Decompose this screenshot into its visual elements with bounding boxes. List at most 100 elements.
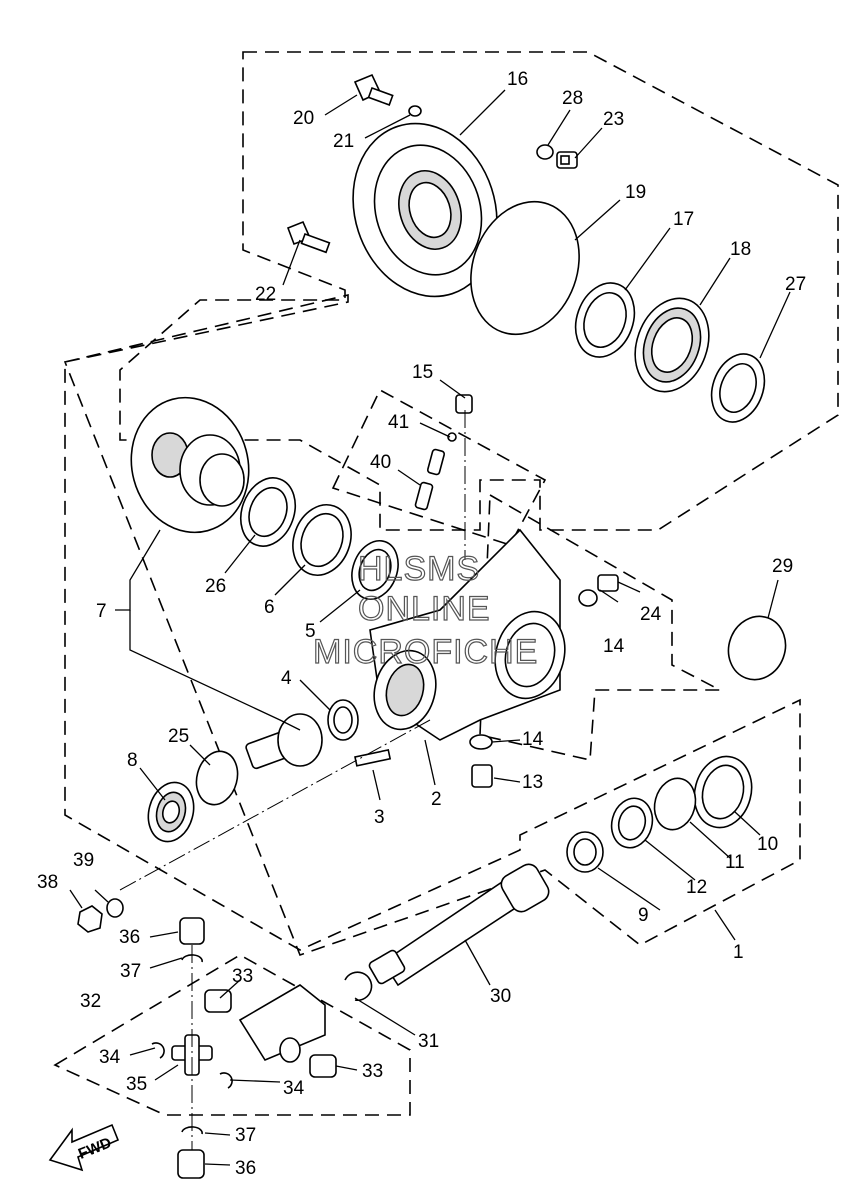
callout-35: 35 bbox=[126, 1074, 147, 1095]
callout-12: 12 bbox=[686, 877, 707, 898]
bearing-9 bbox=[566, 831, 604, 873]
breather-hose-joint-15 bbox=[455, 394, 473, 414]
axis-line bbox=[119, 719, 431, 891]
drain-plug-13 bbox=[471, 764, 493, 788]
bolt-20 bbox=[353, 73, 394, 106]
callout-36-lower: 36 bbox=[235, 1158, 256, 1179]
circlip-31 bbox=[344, 971, 373, 1002]
drive-shaft-30 bbox=[368, 863, 550, 987]
watermark-line-1: HLSMS bbox=[358, 550, 480, 588]
bearing-4 bbox=[327, 699, 359, 741]
callout-19: 19 bbox=[625, 182, 646, 203]
callout-6: 6 bbox=[264, 597, 275, 618]
callout-38: 38 bbox=[37, 872, 58, 893]
plug-23 bbox=[556, 151, 578, 169]
gear-case-2 bbox=[369, 528, 566, 741]
breather-pipe-40a bbox=[426, 448, 446, 476]
o-ring-19 bbox=[470, 200, 580, 336]
washer-39 bbox=[106, 898, 124, 918]
callout-34-left: 34 bbox=[99, 1047, 121, 1068]
callout-15: 15 bbox=[412, 362, 433, 383]
bearing-18 bbox=[634, 297, 710, 393]
callout-17: 17 bbox=[673, 209, 694, 230]
watermark: HLSMS ONLINE MICROFICHE bbox=[312, 549, 538, 671]
callout-10: 10 bbox=[757, 834, 778, 855]
o-ring-29 bbox=[727, 615, 787, 681]
spacer-17 bbox=[574, 282, 636, 358]
bearing-housing-16 bbox=[352, 122, 498, 298]
washer-21 bbox=[408, 105, 422, 117]
breather-pipe-40b bbox=[414, 481, 434, 511]
callout-22: 22 bbox=[255, 284, 276, 305]
callout-33-right: 33 bbox=[362, 1061, 383, 1082]
forward-arrow-icon: FWD bbox=[48, 1123, 120, 1172]
bolt-22 bbox=[286, 220, 331, 254]
circlip-34-right bbox=[219, 1072, 233, 1089]
callout-25: 25 bbox=[168, 726, 189, 747]
callout-28: 28 bbox=[562, 88, 583, 109]
callout-11: 11 bbox=[725, 852, 745, 873]
callout-37-lower: 37 bbox=[235, 1125, 256, 1146]
gasket-14-upper bbox=[578, 589, 598, 607]
callout-3: 3 bbox=[374, 807, 385, 828]
callout-13: 13 bbox=[522, 772, 543, 793]
bearing-cup-33-left bbox=[204, 989, 232, 1013]
washer-28 bbox=[536, 144, 554, 160]
callout-21: 21 bbox=[333, 131, 354, 152]
group-outline-housing bbox=[479, 493, 721, 761]
callout-18: 18 bbox=[730, 239, 751, 260]
drain-plug-24 bbox=[597, 574, 619, 592]
callout-4: 4 bbox=[281, 668, 292, 689]
callout-32: 32 bbox=[80, 991, 101, 1012]
callout-24: 24 bbox=[640, 604, 662, 625]
callout-8: 8 bbox=[127, 750, 138, 771]
callout-37-upper: 37 bbox=[120, 961, 141, 982]
oil-seal-5 bbox=[351, 540, 399, 600]
group-outline-gear-case bbox=[119, 51, 839, 531]
leader-lines bbox=[69, 89, 791, 1166]
callout-31: 31 bbox=[418, 1031, 439, 1052]
group-outline-main-assembly bbox=[63, 293, 801, 957]
callout-20: 20 bbox=[293, 108, 314, 129]
callout-1: 1 bbox=[733, 942, 744, 963]
callout-29: 29 bbox=[772, 556, 793, 577]
callout-26: 26 bbox=[205, 576, 226, 597]
nut-38 bbox=[77, 905, 103, 933]
callout-2: 2 bbox=[431, 789, 442, 810]
callout-30: 30 bbox=[490, 986, 511, 1007]
circlip-34-left bbox=[151, 1042, 165, 1059]
pinion-gear bbox=[245, 713, 323, 770]
callout-40: 40 bbox=[370, 452, 391, 473]
callout-16: 16 bbox=[507, 69, 528, 90]
callout-34-right: 34 bbox=[283, 1078, 305, 1099]
watermark-line-3: MICROFICHE bbox=[313, 633, 538, 671]
watermark-line-2: ONLINE bbox=[358, 590, 491, 628]
oil-seal-27 bbox=[710, 353, 766, 423]
callout-14-upper: 14 bbox=[603, 636, 625, 657]
callout-41: 41 bbox=[388, 412, 409, 433]
o-ring-25 bbox=[195, 750, 239, 806]
callout-39: 39 bbox=[73, 850, 94, 871]
needle-bearing-6 bbox=[292, 504, 352, 576]
stud-bolt-3 bbox=[354, 748, 392, 767]
ring-gear-7 bbox=[130, 396, 250, 534]
gasket-14-lower bbox=[469, 734, 493, 750]
spacer-12 bbox=[610, 797, 654, 849]
callout-36-upper: 36 bbox=[119, 927, 140, 948]
bearing-cup-33-right bbox=[309, 1054, 337, 1078]
callout-14-lower: 14 bbox=[522, 729, 544, 750]
callout-27: 27 bbox=[785, 274, 806, 295]
bearing-retainer-26 bbox=[239, 477, 297, 547]
ring-nut-10 bbox=[693, 755, 753, 829]
breather-ball-41 bbox=[447, 432, 457, 442]
callout-5: 5 bbox=[305, 621, 316, 642]
callout-9: 9 bbox=[638, 905, 649, 926]
bearing-cup-36-upper bbox=[179, 917, 205, 945]
bearing-cup-36-lower bbox=[177, 1149, 205, 1179]
yoke-joint bbox=[238, 984, 326, 1063]
callout-33-left: 33 bbox=[232, 966, 253, 987]
o-ring-11 bbox=[653, 777, 697, 831]
bearing-8 bbox=[147, 781, 195, 843]
group-outline-breather bbox=[331, 388, 547, 546]
